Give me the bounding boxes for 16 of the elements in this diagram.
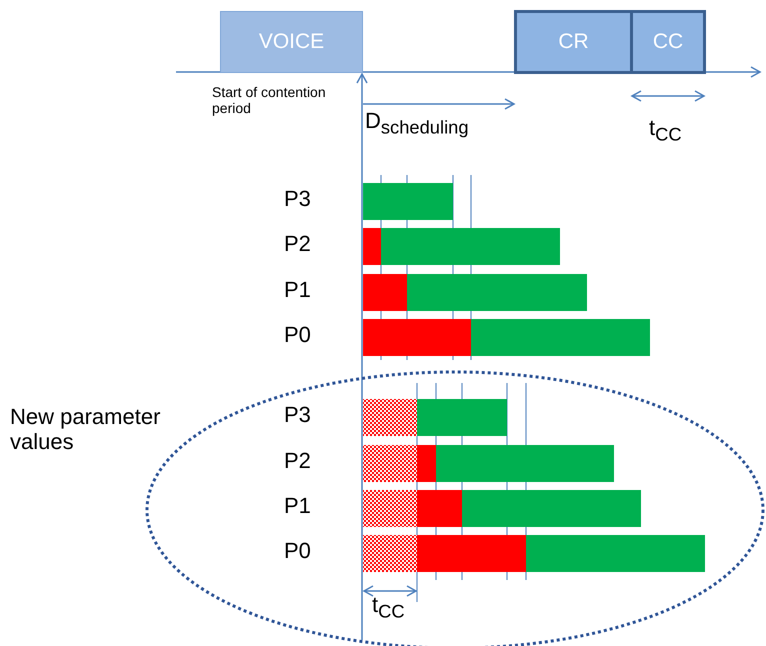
priority-label: P2 — [284, 448, 311, 474]
priority-label: P0 — [284, 538, 311, 564]
annotation-text: Start of contention period — [212, 84, 327, 116]
cc-box: CC — [630, 10, 706, 74]
dimension-label: D$_{scheduling}$ — [365, 108, 469, 138]
voice-box: VOICE — [220, 11, 363, 73]
annotation-text: New parameter values — [10, 404, 162, 455]
cr-box: CR — [514, 10, 633, 74]
priority-label: P3 — [284, 402, 311, 428]
priority-label: P3 — [284, 186, 311, 212]
dimension-label: t$_{CC}$ — [372, 592, 405, 622]
dimension-label: t$_{CC}$ — [649, 115, 682, 144]
priority-label: P1 — [284, 277, 311, 302]
priority-label: P1 — [284, 493, 311, 518]
priority-label: P0 — [284, 322, 311, 348]
priority-label: P2 — [284, 231, 311, 256]
